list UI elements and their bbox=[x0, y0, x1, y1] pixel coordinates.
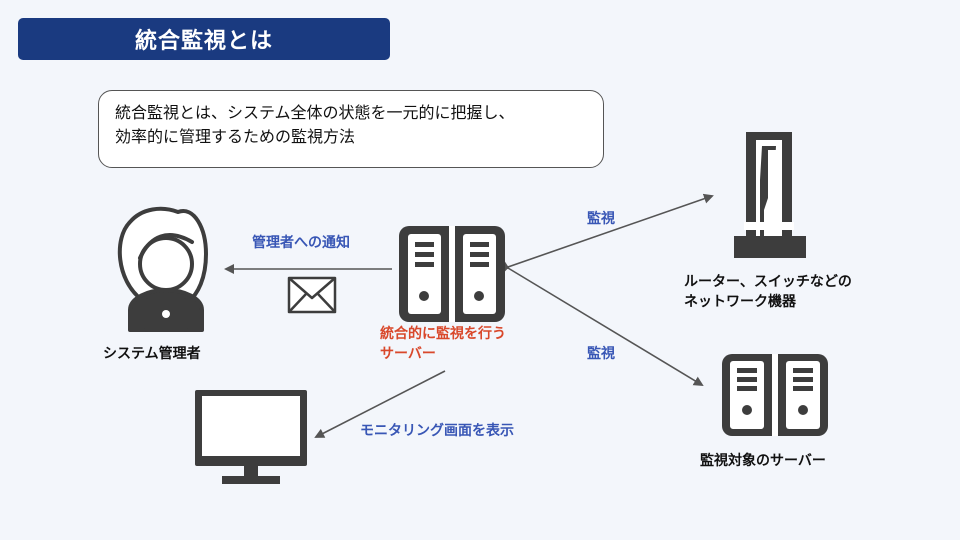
network-device-icon bbox=[734, 132, 806, 258]
edge-label-monitor-server: 監視 bbox=[587, 346, 615, 362]
network-label-line-2: ネットワーク機器 bbox=[684, 294, 796, 310]
mail-icon bbox=[287, 276, 337, 314]
definition-line-1: 統合監視とは、システム全体の状態を一元的に把握し、 bbox=[115, 103, 515, 122]
central-server-label-line-1: 統合的に監視を行う bbox=[380, 326, 506, 342]
node-label-central-server: 統合的に監視を行う サーバー bbox=[380, 324, 506, 364]
monitor-display-icon bbox=[195, 390, 307, 484]
definition-line-2: 効率的に管理するための監視方法 bbox=[115, 127, 356, 146]
definition-box: 統合監視とは、システム全体の状態を一元的に把握し、 効率的に管理するための監視方… bbox=[98, 90, 604, 168]
central-server-label-line-2: サーバー bbox=[380, 346, 436, 362]
laptop-logo bbox=[162, 310, 170, 318]
page-title: 統合監視とは bbox=[134, 29, 273, 54]
arrow-monitor-server bbox=[498, 259, 704, 387]
node-label-target-server: 監視対象のサーバー bbox=[700, 453, 826, 469]
arrow-monitor-network bbox=[498, 193, 714, 275]
edge-label-notify: 管理者への通知 bbox=[252, 235, 350, 251]
arrow-display bbox=[314, 370, 446, 438]
network-label-line-1: ルーター、スイッチなどの bbox=[684, 274, 852, 290]
edge-label-monitor-network: 監視 bbox=[587, 211, 615, 227]
target-server-icon bbox=[722, 354, 828, 436]
edge-label-display: モニタリング画面を表示 bbox=[360, 423, 514, 439]
node-label-admin: システム管理者 bbox=[103, 346, 201, 362]
title-banner: 統合監視とは bbox=[18, 18, 390, 60]
node-label-network: ルーター、スイッチなどの ネットワーク機器 bbox=[684, 272, 852, 312]
central-server-icon bbox=[399, 226, 505, 322]
